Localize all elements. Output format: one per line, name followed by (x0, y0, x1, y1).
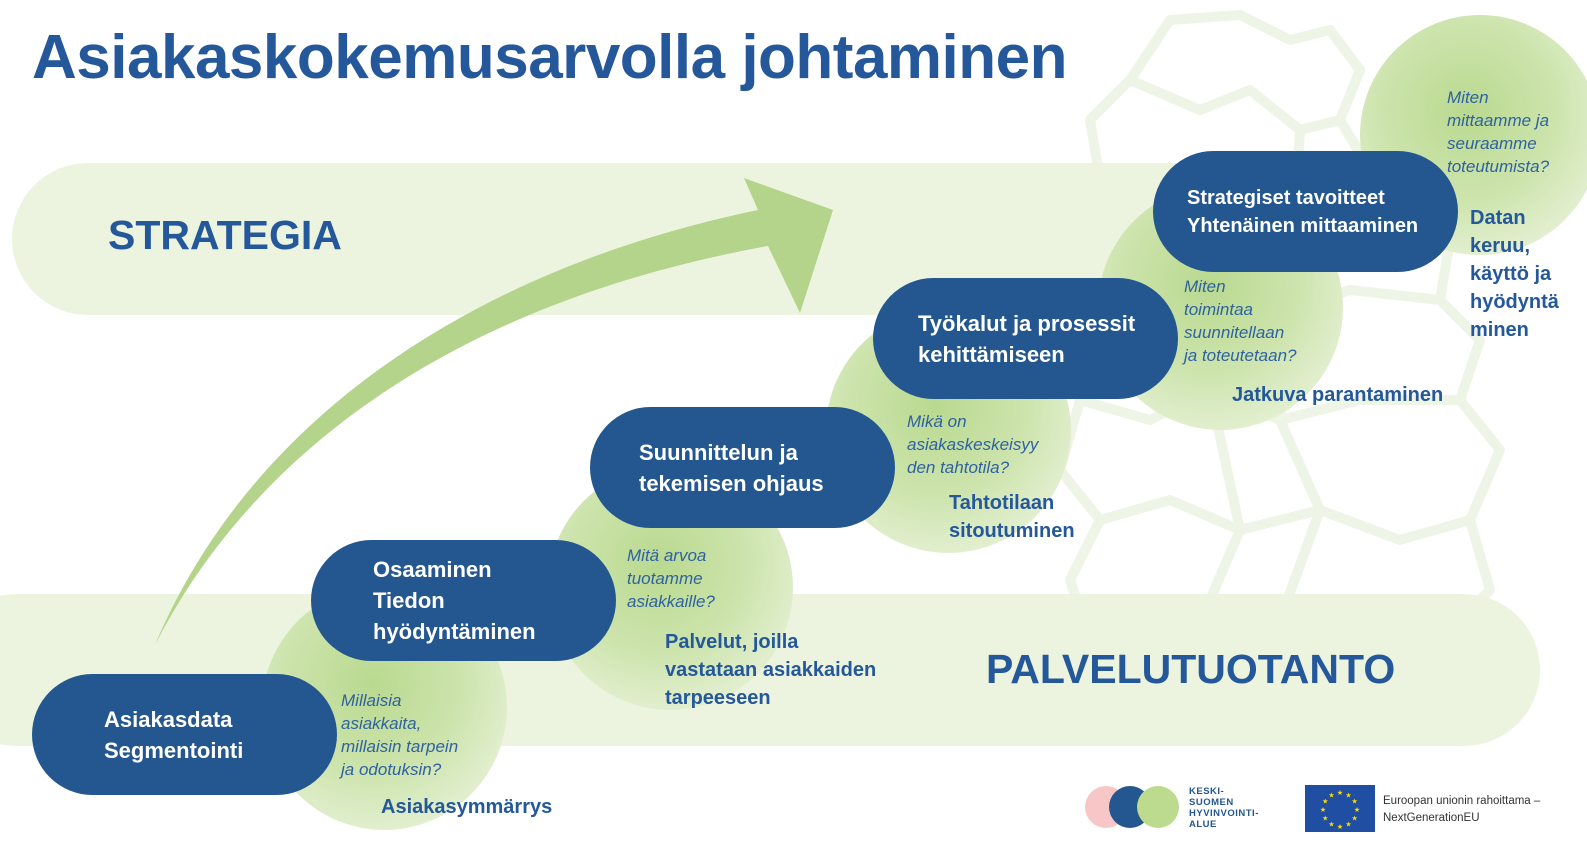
svg-text:★: ★ (1328, 791, 1334, 799)
step-1-pill: Asiakasdata Segmentointi (32, 674, 337, 795)
svg-text:★: ★ (1328, 821, 1334, 829)
eu-flag-icon: ★ ★ ★ ★ ★ ★ ★ ★ ★ ★ ★ ★ (1305, 785, 1375, 832)
svg-text:★: ★ (1352, 815, 1358, 823)
step-1-pill-label: Asiakasdata Segmentointi (104, 706, 244, 763)
step-2-pill: Osaaminen Tiedon hyödyntäminen (311, 540, 616, 661)
svg-text:★: ★ (1337, 823, 1343, 831)
step-5-pill: Strategiset tavoitteet Yhtenäinen mittaa… (1153, 151, 1458, 272)
step-3-pill-label: Suunnittelun ja tekemisen ohjaus (639, 439, 824, 496)
step-2-question: Mitä arvoa tuotamme asiakkaille? (627, 546, 715, 611)
organization-name: KESKI- SUOMEN HYVINVOINTI- ALUE (1189, 786, 1259, 830)
svg-text:★: ★ (1337, 789, 1343, 797)
step-5-question: Miten mittaamme ja seuraamme toteutumist… (1447, 88, 1550, 176)
svg-text:★: ★ (1322, 798, 1328, 806)
svg-text:★: ★ (1345, 791, 1351, 799)
svg-text:★: ★ (1352, 798, 1358, 806)
svg-text:★: ★ (1322, 815, 1328, 823)
palvelutuotanto-label: PALVELUTUOTANTO (986, 646, 1396, 692)
strategia-label: STRATEGIA (108, 212, 342, 258)
step-2-keyword: Palvelut, joilla vastataan asiakkaiden t… (665, 631, 877, 709)
svg-text:★: ★ (1320, 806, 1326, 814)
organization-logo: KESKI- SUOMEN HYVINVOINTI- ALUE (1085, 783, 1285, 833)
step-1-keyword: Asiakasymmärrys (381, 796, 553, 818)
svg-text:★: ★ (1345, 821, 1351, 829)
step-5-pill-label: Strategiset tavoitteet Yhtenäinen mittaa… (1187, 186, 1419, 237)
step-4-keyword: Jatkuva parantaminen (1232, 384, 1444, 406)
step-4-question: Miten toimintaa suunnitellaan ja toteute… (1184, 277, 1297, 365)
svg-text:★: ★ (1354, 806, 1360, 814)
step-1-question: Millaisia asiakkaita, millaisin tarpein … (341, 691, 459, 779)
page-title: Asiakaskokemusarvolla johtaminen (32, 23, 1068, 92)
step-3-keyword: Tahtotilaan sitoutuminen (949, 492, 1075, 542)
step-4-pill: Työkalut ja prosessit kehittämiseen (873, 278, 1178, 399)
step-3-question: Mikä on asiakaskeskeisyy den tahtotila? (907, 412, 1039, 477)
step-2-pill-label: Osaaminen Tiedon hyödyntäminen (373, 557, 536, 644)
logo-circle-green (1137, 786, 1179, 828)
step-4-pill-label: Työkalut ja prosessit kehittämiseen (918, 310, 1136, 367)
eu-funding-text: Euroopan unionin rahoittama – NextGenera… (1383, 795, 1541, 824)
step-5-keyword: Datan keruu, käyttö ja hyödyntä minen (1470, 207, 1559, 341)
step-3-pill: Suunnittelun ja tekemisen ohjaus (590, 407, 895, 528)
